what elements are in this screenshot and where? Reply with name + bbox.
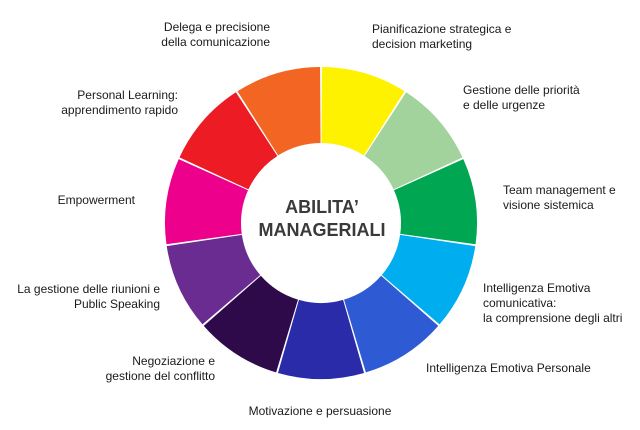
wheel-segment-motivazione-e-persuasione (277, 299, 365, 380)
label-intelligenza-emotiva-personale: Intelligenza Emotiva Personale (426, 361, 591, 375)
wheel-center-title: ABILITA’ MANAGERIALI (222, 196, 422, 242)
wheel-segment-pianificazione-strategica-e (321, 67, 405, 156)
center-title-line1: ABILITA’ (285, 197, 359, 217)
label-empowerment: Empowerment (57, 193, 135, 207)
label-motivazione-persuasione: Motivazione e persuasione (248, 404, 392, 418)
label-personal-learning: Personal Learning:apprendimento rapido (61, 88, 178, 117)
wheel-segment-la-gestione-delle-riunioni-e (166, 234, 261, 325)
wheel-segment-empowerment (165, 159, 249, 245)
wheel-segment-personal-learning (179, 92, 278, 190)
center-title-line2: MANAGERIALI (258, 220, 386, 240)
wheel-segment-intelligenza-emotiva (381, 234, 476, 325)
wheel-segment-intelligenza-emotiva-personale (344, 275, 439, 373)
wheel-segment-negoziazione-e (203, 275, 298, 373)
wheel-segment-gestione-delle-priorita (364, 92, 463, 190)
wheel-segment-delega-e-precisione (237, 67, 321, 156)
wheel-segment-team-management-e (393, 159, 477, 245)
wheel-center-hole (242, 144, 400, 302)
